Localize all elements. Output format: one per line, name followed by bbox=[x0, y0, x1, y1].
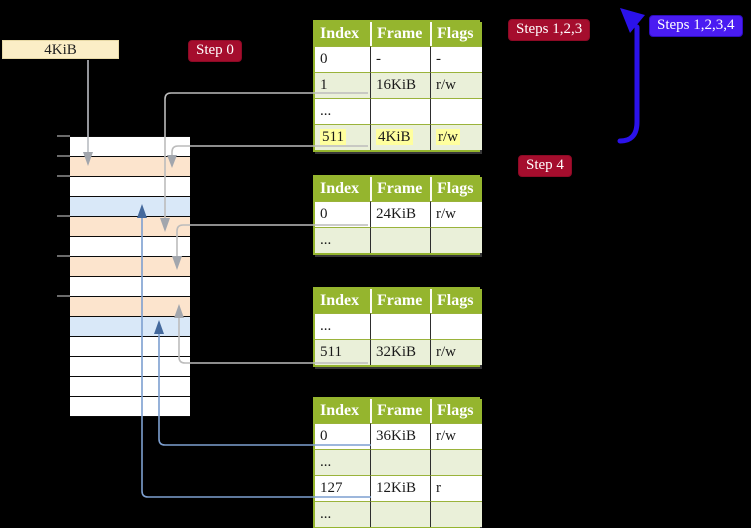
table-row: 1 16KiB r/w bbox=[315, 72, 482, 98]
cell-frame: 32KiB bbox=[376, 344, 417, 360]
column-header-index: Index bbox=[315, 289, 370, 313]
column-header-flags: Flags bbox=[430, 22, 482, 46]
memory-row-14 bbox=[70, 397, 190, 417]
cell-index: ... bbox=[320, 454, 332, 470]
column-header-frame: Frame bbox=[370, 22, 430, 46]
memory-stack bbox=[70, 136, 190, 417]
cell-index: ... bbox=[320, 318, 332, 334]
cell-frame: 16KiB bbox=[376, 77, 417, 93]
memory-row-1 bbox=[70, 137, 190, 157]
loop-arrow-icon bbox=[617, 8, 645, 144]
cell-index: 0 bbox=[320, 51, 328, 67]
column-header-flags: Flags bbox=[430, 177, 482, 201]
table-2-header-row: Index Frame Flags bbox=[315, 177, 482, 201]
cell-flags: r/w bbox=[436, 129, 460, 145]
memory-row-4 bbox=[70, 197, 190, 217]
badge-steps-1-2-3-4: Steps 1,2,3,4 bbox=[649, 15, 743, 37]
memory-tick-marks bbox=[57, 135, 70, 297]
cell-frame: 4KiB bbox=[376, 129, 413, 145]
table-row: 511 32KiB r/w bbox=[315, 339, 482, 365]
memory-row-11 bbox=[70, 337, 190, 357]
cell-index: 1 bbox=[320, 77, 328, 93]
column-header-frame: Frame bbox=[370, 289, 430, 313]
memory-row-10 bbox=[70, 317, 190, 337]
cell-index: ... bbox=[320, 232, 332, 248]
table-3-header-row: Index Frame Flags bbox=[315, 289, 482, 313]
page-table-1: Index Frame Flags 0 - - 1 16KiB r/w ... … bbox=[313, 20, 482, 152]
badge-step-0: Step 0 bbox=[188, 40, 242, 62]
cell-index: 511 bbox=[320, 129, 346, 145]
cell-flags: r/w bbox=[436, 428, 456, 444]
column-header-index: Index bbox=[315, 22, 370, 46]
column-header-frame: Frame bbox=[370, 177, 430, 201]
table-row: 0 24KiB r/w bbox=[315, 201, 482, 227]
cell-index: 0 bbox=[320, 206, 328, 222]
cell-frame: 36KiB bbox=[376, 428, 417, 444]
page-table-3: Index Frame Flags ... 511 32KiB r/w bbox=[313, 287, 482, 367]
badge-step-4: Step 4 bbox=[518, 155, 572, 177]
memory-row-2 bbox=[70, 157, 190, 177]
table-row: 0 36KiB r/w bbox=[315, 423, 482, 449]
cell-index: 511 bbox=[320, 344, 342, 360]
table-row: 127 12KiB r bbox=[315, 475, 482, 501]
column-header-index: Index bbox=[315, 177, 370, 201]
cell-flags: - bbox=[436, 51, 441, 67]
table-1-header-row: Index Frame Flags bbox=[315, 22, 482, 46]
page-table-2: Index Frame Flags 0 24KiB r/w ... bbox=[313, 175, 482, 255]
memory-row-7 bbox=[70, 257, 190, 277]
table-row: ... bbox=[315, 227, 482, 253]
cell-index: 127 bbox=[320, 480, 343, 496]
table-row: ... bbox=[315, 98, 482, 124]
table-row: ... bbox=[315, 501, 482, 527]
cell-index: 0 bbox=[320, 428, 328, 444]
memory-row-8 bbox=[70, 277, 190, 297]
cell-frame: 24KiB bbox=[376, 206, 417, 222]
cell-index: ... bbox=[320, 506, 332, 522]
memory-row-6 bbox=[70, 237, 190, 257]
column-header-frame: Frame bbox=[370, 399, 430, 423]
cell-frame: - bbox=[376, 51, 381, 67]
table-4-header-row: Index Frame Flags bbox=[315, 399, 482, 423]
memory-row-12 bbox=[70, 357, 190, 377]
cell-index: ... bbox=[320, 103, 332, 119]
column-header-flags: Flags bbox=[430, 289, 482, 313]
cell-flags: r bbox=[436, 480, 441, 496]
badge-steps-1-2-3: Steps 1,2,3 bbox=[508, 19, 591, 41]
table-row-highlighted: 511 4KiB r/w bbox=[315, 124, 482, 150]
cell-flags: r/w bbox=[436, 77, 456, 93]
cell-frame: 12KiB bbox=[376, 480, 417, 496]
table-row: 0 - - bbox=[315, 46, 482, 72]
table-row: ... bbox=[315, 313, 482, 339]
table-row: ... bbox=[315, 449, 482, 475]
memory-row-3 bbox=[70, 177, 190, 197]
memory-row-5 bbox=[70, 217, 190, 237]
cell-flags: r/w bbox=[436, 344, 456, 360]
column-header-index: Index bbox=[315, 399, 370, 423]
memory-row-13 bbox=[70, 377, 190, 397]
page-size-label: 4KiB bbox=[2, 40, 119, 59]
column-header-flags: Flags bbox=[430, 399, 482, 423]
page-table-4: Index Frame Flags 0 36KiB r/w ... 127 12… bbox=[313, 397, 482, 528]
memory-row-9 bbox=[70, 297, 190, 317]
cell-flags: r/w bbox=[436, 206, 456, 222]
